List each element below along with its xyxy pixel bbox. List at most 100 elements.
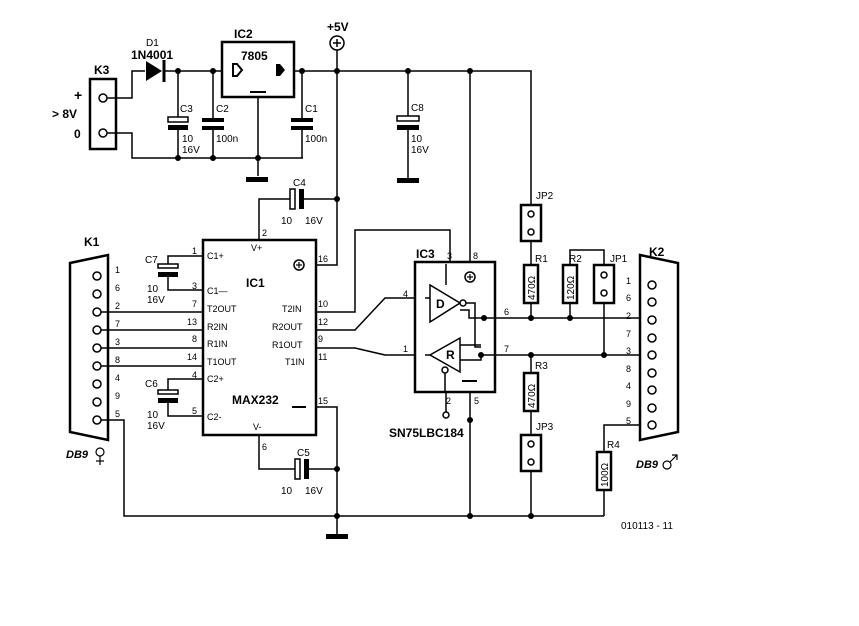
svg-text:C2+: C2+	[207, 374, 224, 384]
ic2-part: 7805	[241, 49, 268, 63]
k3-connector	[88, 77, 118, 151]
c8-ground	[397, 178, 419, 183]
k3-plus-label: +	[74, 87, 82, 103]
svg-text:8: 8	[115, 355, 120, 365]
svg-text:T2OUT: T2OUT	[207, 304, 237, 314]
c7-value: 10	[147, 284, 159, 295]
svg-text:13: 13	[187, 317, 197, 327]
r2-ref: R2	[569, 254, 582, 265]
svg-text:V+: V+	[251, 243, 262, 253]
c3-voltage: 16V	[182, 145, 200, 156]
r4-value: 100Ω	[600, 462, 611, 487]
k1-db9-connector: 1 6 2 7 3 8 4 9 5 DB9	[66, 253, 604, 517]
svg-text:5: 5	[474, 396, 479, 406]
wire-bottom-ground	[101, 419, 604, 517]
k2-type: DB9	[636, 459, 659, 471]
svg-text:8: 8	[626, 364, 631, 374]
svg-text:R1OUT: R1OUT	[272, 340, 303, 350]
svg-text:1: 1	[115, 265, 120, 275]
ic3-driver	[429, 283, 462, 324]
jp2-ref: JP2	[536, 191, 554, 202]
svg-text:R2OUT: R2OUT	[272, 322, 303, 332]
svg-text:15: 15	[318, 396, 328, 406]
r3-ref: R3	[535, 361, 548, 372]
svg-text:9: 9	[318, 334, 323, 344]
r3-jp3-section: 470Ω R3 JP3	[519, 355, 554, 519]
svg-text:8: 8	[473, 251, 478, 261]
svg-text:D: D	[436, 297, 445, 311]
svg-text:C2-: C2-	[207, 412, 222, 422]
svg-text:T1IN: T1IN	[285, 357, 305, 367]
svg-text:3: 3	[192, 281, 197, 291]
k1-type: DB9	[66, 449, 89, 461]
svg-text:7: 7	[115, 319, 120, 329]
diagram-code: 010113 - 11	[621, 521, 673, 532]
svg-text:5: 5	[626, 416, 631, 426]
wire-5v-ic1	[316, 50, 338, 266]
svg-text:1: 1	[626, 276, 631, 286]
wire-k3-d1	[107, 70, 145, 99]
k3-ref: K3	[94, 63, 110, 77]
svg-text:7: 7	[504, 344, 509, 354]
k2-ref: K2	[649, 245, 665, 259]
ic1-max232: K1 IC1 MAX232 V+ V- C1+ C1— T2OUT R2IN R…	[84, 235, 348, 539]
c2-capacitor	[202, 118, 224, 122]
d1-ref: D1	[146, 38, 159, 49]
svg-text:R2IN: R2IN	[207, 322, 228, 332]
ic3-receiver	[428, 336, 461, 374]
c6-value: 10	[147, 410, 159, 421]
c8-value: 10	[411, 134, 423, 145]
plus5v-label: +5V	[327, 20, 349, 34]
k3-zero-label: 0	[74, 127, 81, 141]
svg-text:3: 3	[447, 251, 452, 261]
svg-text:T1OUT: T1OUT	[207, 357, 237, 367]
ic3-part: SN75LBC184	[389, 426, 464, 440]
svg-text:6: 6	[262, 442, 267, 452]
jp2-r1-section: JP2 470Ω R1	[519, 191, 554, 318]
svg-text:7: 7	[192, 299, 197, 309]
svg-text:C1+: C1+	[207, 251, 224, 261]
k1-ref: K1	[84, 235, 100, 249]
svg-text:T2IN: T2IN	[282, 304, 302, 314]
svg-text:R1IN: R1IN	[207, 339, 228, 349]
c1-capacitor	[291, 118, 313, 122]
c6-voltage: 16V	[147, 421, 165, 432]
r4-section: 100Ω R4	[595, 424, 648, 516]
c7-voltage: 16V	[147, 295, 165, 306]
svg-text:4: 4	[115, 373, 120, 383]
svg-text:C1—: C1—	[207, 286, 228, 296]
c3-ref: C3	[180, 104, 193, 115]
c3-value: 10	[182, 134, 194, 145]
svg-text:10: 10	[318, 299, 328, 309]
k1-body	[68, 253, 110, 442]
wire-5v-top	[337, 70, 532, 205]
svg-text:4: 4	[192, 370, 197, 380]
k2-db9-connector: K2 1 6 2 7 3 8 4 9 5 DB9	[626, 245, 680, 471]
signal-wires	[316, 229, 451, 356]
svg-text:9: 9	[115, 391, 120, 401]
jp3-ref: JP3	[536, 422, 554, 433]
c2-ref: C2	[216, 104, 229, 115]
c5-capacitor	[294, 458, 301, 480]
svg-text:11: 11	[318, 352, 327, 362]
d1-part: 1N4001	[131, 48, 173, 62]
svg-text:4: 4	[626, 381, 631, 391]
c8-capacitor	[396, 115, 420, 122]
svg-text:2: 2	[262, 228, 267, 238]
svg-text:5: 5	[115, 409, 120, 419]
c7-ref: C7	[145, 255, 158, 266]
r1-ref: R1	[535, 254, 548, 265]
ic1-part: MAX232	[232, 393, 279, 407]
c4-section: C4 10 16V 2	[258, 178, 337, 240]
jp1-jumper	[592, 263, 616, 305]
c1-value: 100n	[305, 134, 327, 145]
ic3-ref: IC3	[416, 247, 435, 261]
ic2-ref: IC2	[234, 27, 253, 41]
c4-capacitor	[289, 188, 296, 210]
svg-text:6: 6	[115, 283, 120, 293]
c1-ref: C1	[305, 104, 318, 115]
r2-value: 120Ω	[566, 275, 577, 300]
svg-text:7: 7	[626, 329, 631, 339]
c4-value: 10	[281, 216, 293, 227]
r4-ref: R4	[607, 440, 620, 451]
